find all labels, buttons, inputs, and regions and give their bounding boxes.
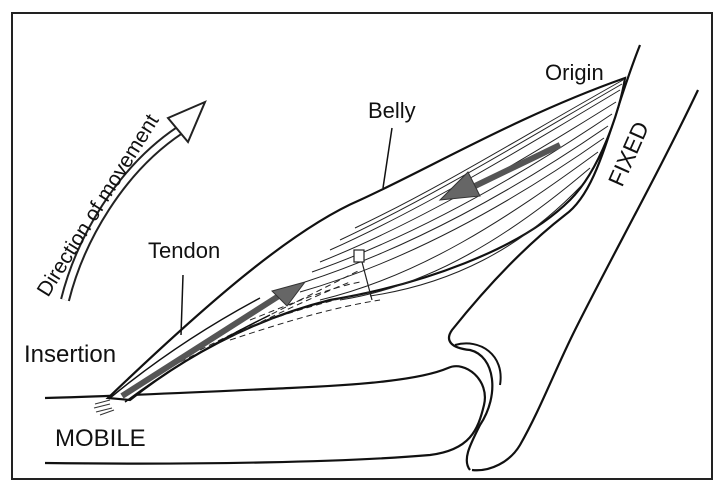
tendon-label: Tendon: [148, 238, 220, 263]
belly-label: Belly: [368, 98, 416, 123]
tendon-leader-line: [181, 275, 183, 335]
section-marker: [354, 250, 364, 262]
pull-arrow-tendon: [122, 282, 305, 396]
mobile-label: MOBILE: [55, 425, 146, 452]
origin-label: Origin: [545, 60, 604, 85]
insertion-fibers: [94, 400, 114, 415]
insertion-label: Insertion: [24, 341, 116, 368]
belly-leader-line: [383, 128, 392, 188]
direction-label: Direction of movement: [33, 110, 164, 300]
